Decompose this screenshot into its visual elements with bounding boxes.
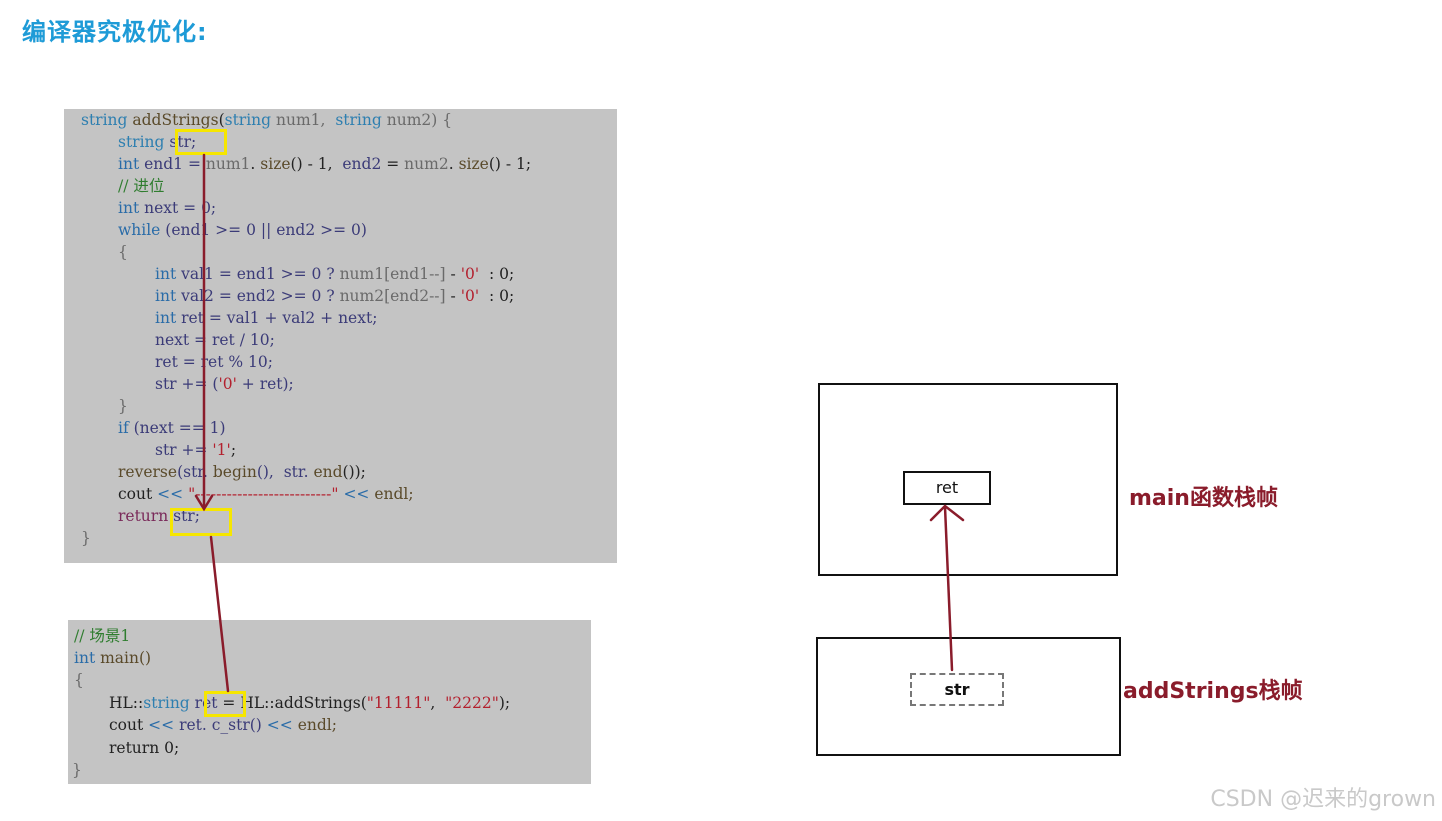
- highlight-return-str: [170, 508, 232, 536]
- code-line-18: cout << "--------------------------" << …: [118, 485, 414, 503]
- arrow-str-to-ret-head: [929, 504, 965, 522]
- code-line-9: int val2 = end2 >= 0 ? num2[end2--] - '0…: [155, 287, 515, 305]
- code-line-8: int val1 = end1 >= 0 ? num1[end1--] - '0…: [155, 265, 515, 283]
- code2-line-4: HL::string ret = HL::addStrings("11111",…: [109, 694, 511, 712]
- code2-line-7: }: [72, 761, 82, 779]
- code-line-19: return str;: [118, 507, 200, 525]
- code2-line-2: int main(): [74, 649, 152, 667]
- code-line-12: ret = ret % 10;: [155, 353, 273, 371]
- main-frame-label: main函数栈帧: [1129, 486, 1278, 511]
- code-line-1: string addStrings(string num1, string nu…: [81, 111, 453, 129]
- code-line-6: while (end1 >= 0 || end2 >= 0): [118, 221, 367, 239]
- highlight-ret: [204, 691, 246, 717]
- code-line-3: int end1 = num1. size() - 1, end2 = num2…: [118, 155, 532, 173]
- code-line-16: str += '1';: [155, 441, 237, 459]
- code-line-4: // 进位: [118, 177, 165, 195]
- code-block-addstrings: string addStrings(string num1, string nu…: [64, 109, 617, 563]
- code-block-main: // 场景1 int main() { HL::string ret = HL:…: [68, 620, 591, 784]
- code-line-14: }: [118, 397, 128, 415]
- code2-line-1: // 场景1: [74, 627, 131, 645]
- main-stack-frame: [818, 383, 1118, 576]
- arrow-return-to-ret: [209, 535, 230, 693]
- ret-box: ret: [903, 471, 991, 505]
- code2-line-6: return 0;: [109, 739, 180, 757]
- highlight-str-declaration: [175, 129, 227, 155]
- addstrings-frame-label: addStrings栈帧: [1123, 679, 1303, 704]
- watermark: CSDN @迟来的grown: [1210, 787, 1436, 812]
- arrow-str-to-return-head: [194, 494, 214, 512]
- code2-line-5: cout << ret. c_str() << endl;: [109, 716, 337, 734]
- page-title: 编译器究极优化:: [22, 18, 208, 46]
- code-line-20: }: [81, 529, 91, 547]
- arrow-str-to-ret: [943, 505, 954, 672]
- code-line-17: reverse(str. begin(), str. end());: [118, 463, 366, 481]
- code2-line-3: {: [74, 671, 84, 689]
- code-line-10: int ret = val1 + val2 + next;: [155, 309, 378, 327]
- code-line-13: str += ('0' + ret);: [155, 375, 294, 393]
- str-box: str: [910, 673, 1004, 706]
- code-line-15: if (next == 1): [118, 419, 226, 437]
- addstrings-stack-frame: [816, 637, 1121, 756]
- code-line-7: {: [118, 243, 128, 261]
